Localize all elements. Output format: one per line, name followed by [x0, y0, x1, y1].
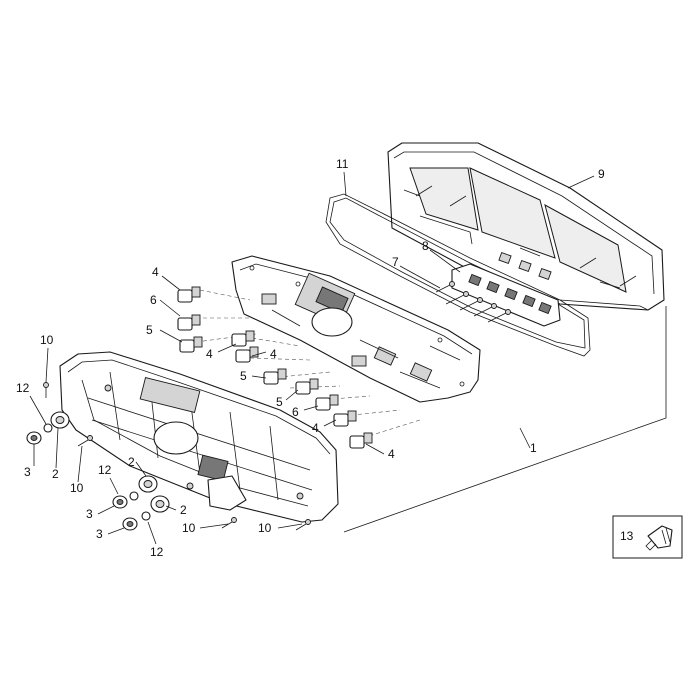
callout-1: 1: [530, 441, 537, 455]
callout-3-left: 3: [24, 465, 31, 479]
callout-labels: 1 9 11 8 7 4 6 5 4 4 5 5 6 4 4 10 12 3 2…: [16, 157, 605, 559]
warning-light-strip: [451, 263, 561, 327]
callout-10-bottom: 10: [182, 521, 196, 535]
rubber-grommet: [138, 475, 158, 493]
callout-6-top: 6: [150, 293, 157, 307]
callout-8: 8: [422, 239, 429, 253]
bulb-holder: [231, 330, 255, 347]
screws: [43, 382, 311, 531]
bulb-holder: [179, 336, 203, 353]
bulb-holder: [235, 346, 259, 363]
callout-13: 13: [620, 529, 634, 543]
screw: [77, 435, 93, 447]
callout-2-mid: 2: [128, 455, 135, 469]
callout-7: 7: [392, 255, 399, 269]
callout-10-top: 10: [40, 333, 54, 347]
screw: [295, 519, 311, 531]
callout-4-bottom: 4: [388, 447, 395, 461]
nut: [26, 431, 42, 445]
screw: [43, 382, 49, 398]
callout-10-right: 10: [258, 521, 272, 535]
callout-6-low: 6: [292, 405, 299, 419]
bulb-holder: [315, 394, 339, 411]
screw: [221, 517, 237, 529]
bulb-holder: [177, 286, 201, 303]
callout-3-bottom: 3: [96, 527, 103, 541]
alignment-lines: [195, 289, 421, 441]
bulb-holder: [295, 378, 319, 395]
callout-12-mid: 12: [98, 463, 112, 477]
callout-4-top: 4: [152, 265, 159, 279]
rubber-grommet: [150, 495, 170, 513]
callout-4-mid-right: 4: [270, 347, 277, 361]
assembly-bracket-line: [343, 306, 667, 533]
bulb-holder: [177, 314, 201, 331]
nut: [112, 495, 128, 509]
instrument-cover-housing: [387, 142, 665, 311]
washer: [129, 491, 139, 501]
gasket-seal: [325, 193, 591, 357]
washer: [141, 511, 151, 521]
rubber-grommet: [50, 411, 70, 429]
bulb-holder: [349, 432, 373, 449]
callout-10-left: 10: [70, 481, 84, 495]
callout-2-right: 2: [180, 503, 187, 517]
bulb-pins: [435, 281, 511, 323]
washer: [43, 423, 53, 433]
callout-3-mid: 3: [86, 507, 93, 521]
callout-11: 11: [336, 157, 349, 171]
callout-4-mid-left: 4: [206, 347, 213, 361]
callout-2-left: 2: [52, 467, 59, 481]
circuit-board: [231, 255, 481, 403]
part-13-box: 13: [612, 515, 683, 559]
leader-lines: [29, 171, 595, 545]
callout-9: 9: [598, 167, 605, 181]
callout-5-top: 5: [146, 323, 153, 337]
mount-hardware: [26, 411, 170, 531]
callout-12-top: 12: [16, 381, 30, 395]
callout-4-low: 4: [312, 421, 319, 435]
callout-12-bottom: 12: [150, 545, 164, 559]
grease-tube-icon: [645, 525, 673, 551]
rear-base-shell: [59, 351, 339, 523]
bulb-holder-group: [177, 286, 373, 449]
bulb-holder: [333, 410, 357, 427]
callout-5-mid: 5: [240, 369, 247, 383]
bulb-holder: [263, 368, 287, 385]
nut: [122, 517, 138, 531]
callout-5-low: 5: [276, 395, 283, 409]
